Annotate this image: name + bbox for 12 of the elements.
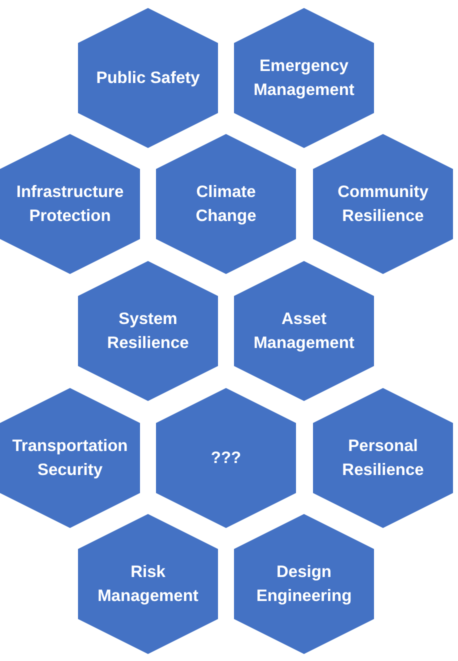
hexagon-label: Asset Management — [252, 309, 356, 354]
hexagon-label: System Resilience — [106, 309, 190, 354]
hexagon-label: Risk Management — [96, 562, 200, 607]
hexagon-label: Emergency Management — [252, 56, 356, 101]
hexagon-label: Climate Change — [194, 182, 258, 227]
hexagon-label: Infrastructure Protection — [15, 182, 125, 227]
hexagon-label: Community Resilience — [336, 182, 430, 227]
hexagon-label: Personal Resilience — [341, 436, 425, 481]
hexagon-label: Design Engineering — [255, 562, 353, 607]
hexagon-label: Transportation Security — [11, 436, 129, 481]
hexagon-label: Public Safety — [95, 68, 201, 89]
hexagon-label: ??? — [210, 448, 242, 469]
